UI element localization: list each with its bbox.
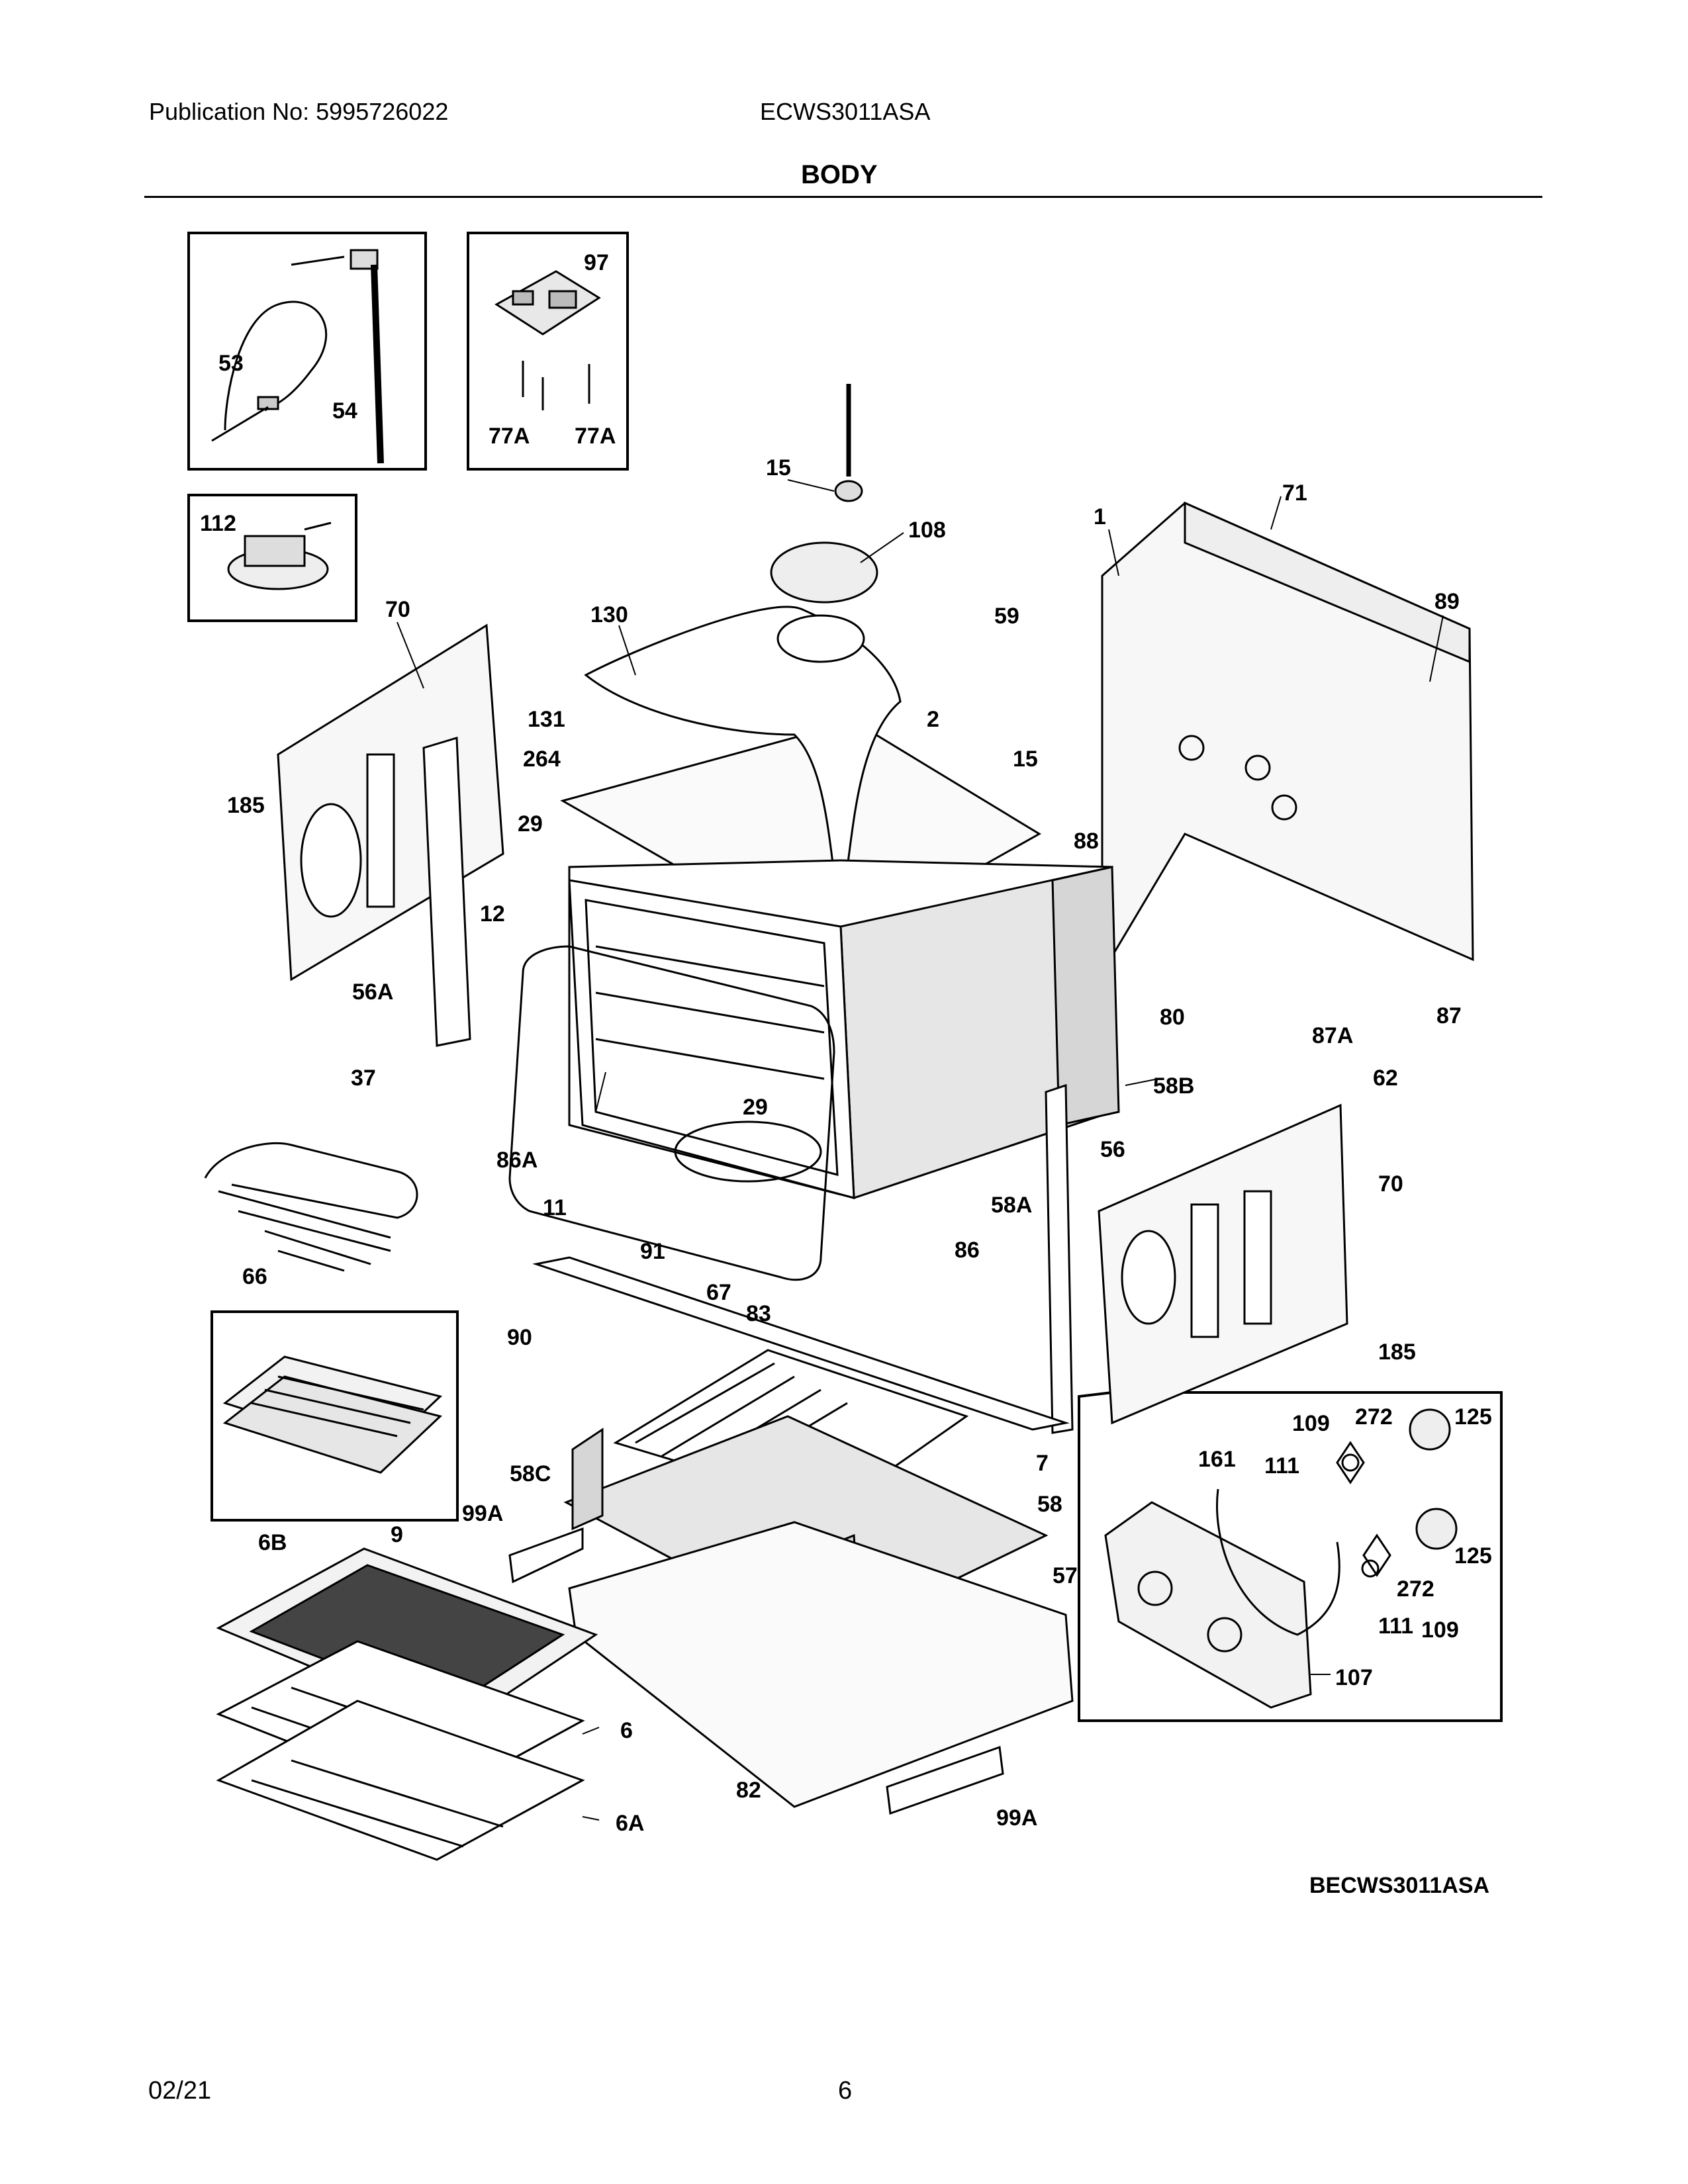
publication-number: Publication No: 5995726022 — [149, 98, 449, 125]
part-label: 70 — [385, 597, 410, 622]
part-label: 15 — [1013, 747, 1038, 772]
part-label: 109 — [1292, 1411, 1330, 1436]
part-label: 264 — [523, 747, 561, 772]
part-label: 9 — [391, 1522, 403, 1547]
part-label: 70 — [1378, 1171, 1403, 1197]
part-label: 91 — [640, 1239, 665, 1264]
part-label: 15 — [766, 455, 791, 480]
part-label: 77A — [489, 424, 530, 449]
part-label: 161 — [1198, 1447, 1236, 1472]
part-label: 67 — [706, 1280, 731, 1305]
part-label: 58C — [510, 1461, 551, 1486]
part-label: 89 — [1434, 589, 1460, 614]
part-label: 2 — [927, 707, 939, 732]
part-label: 1 — [1094, 504, 1106, 529]
part-label: 56 — [1100, 1137, 1125, 1162]
part-label: 99A — [462, 1501, 503, 1526]
part-label: 111 — [1264, 1453, 1299, 1479]
part-label: 88 — [1074, 829, 1099, 854]
part-label: 109 — [1421, 1617, 1459, 1643]
header-rule — [144, 196, 1542, 198]
part-label: 125 — [1454, 1404, 1492, 1430]
part-label: 130 — [590, 602, 628, 627]
part-label: 80 — [1160, 1005, 1185, 1030]
part-label: 7 — [1036, 1451, 1049, 1476]
part-label: 54 — [332, 398, 357, 424]
part-label: 6B — [258, 1530, 287, 1555]
part-label: 11 — [543, 1195, 567, 1220]
section-title: BODY — [801, 160, 878, 189]
diagram-code: BECWS3011ASA — [1309, 1873, 1490, 1898]
part-label: 57 — [1053, 1563, 1078, 1588]
part-label: 12 — [480, 901, 505, 927]
part-label: 58A — [991, 1193, 1032, 1218]
part-label: 185 — [227, 793, 265, 818]
inset-box-control-board — [467, 232, 629, 471]
part-label: 185 — [1378, 1340, 1416, 1365]
part-label: 108 — [908, 518, 946, 543]
part-label: 272 — [1355, 1404, 1393, 1430]
part-label: 37 — [351, 1066, 376, 1091]
part-label: 131 — [528, 707, 565, 732]
inset-box-convection — [1078, 1391, 1503, 1722]
part-label: 272 — [1397, 1576, 1434, 1602]
part-label: 29 — [743, 1095, 768, 1120]
part-label: 59 — [994, 604, 1019, 629]
part-label: 87 — [1436, 1003, 1462, 1028]
part-label: 86 — [955, 1238, 980, 1263]
part-label: 82 — [736, 1778, 761, 1803]
part-label: 90 — [507, 1325, 532, 1350]
part-label: 58 — [1037, 1492, 1062, 1517]
inset-box-thermostat — [187, 494, 357, 622]
part-label: 97 — [584, 250, 609, 275]
part-label: 71 — [1282, 480, 1307, 506]
part-label: 107 — [1335, 1665, 1373, 1690]
part-label: 77A — [575, 424, 616, 449]
inset-box-probe — [187, 232, 427, 471]
part-label: 112 — [200, 511, 236, 536]
part-label: 58B — [1153, 1073, 1194, 1099]
part-label: 111 — [1378, 1614, 1413, 1639]
part-labels: 53 54 97 77A 77A 112 15 108 1 71 89 70 1… — [200, 250, 1492, 1836]
part-label: 87A — [1312, 1023, 1353, 1048]
part-label: 6 — [620, 1718, 633, 1743]
part-label: 56A — [352, 979, 393, 1005]
part-label: 66 — [242, 1264, 267, 1289]
page-number: 6 — [838, 2077, 853, 2105]
inset-box-broiler-pan — [211, 1310, 459, 1522]
part-label: 62 — [1373, 1066, 1398, 1091]
part-label: 86A — [496, 1148, 538, 1173]
part-label: 53 — [218, 351, 244, 376]
part-label: 99A — [996, 1805, 1037, 1831]
part-label: 6A — [616, 1811, 644, 1836]
footer-date: 02/21 — [148, 2077, 212, 2105]
part-label: 29 — [518, 811, 543, 837]
model-number: ECWS3011ASA — [760, 98, 931, 125]
part-label: 83 — [746, 1301, 771, 1326]
part-label: 125 — [1454, 1543, 1492, 1569]
